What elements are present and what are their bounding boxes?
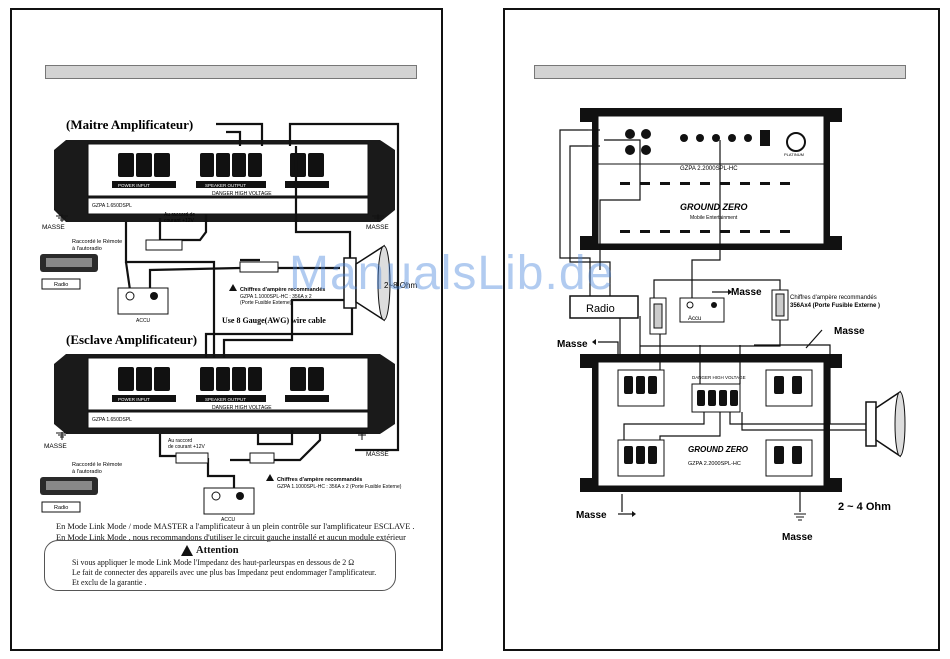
manual-page-left [10, 8, 443, 651]
link-mode-paragraph-1: En Mode Link Mode / mode MASTER a l'ampl… [56, 522, 415, 531]
top-amp-brand: GROUND ZERO [680, 202, 748, 212]
masse-label-2: MASSE [366, 224, 389, 231]
master-speaker-output-label: SPEAKER OUTPUT [205, 183, 246, 188]
top-amplifier: GZPA 2.2000SPL-HC PLATINUM GROUND ZERO M… [580, 108, 842, 250]
battery-right: Accu [679, 297, 725, 323]
accu-label-1: ACCU [136, 318, 151, 324]
attention-title: Attention [196, 545, 239, 556]
accu-label-right: Accu [688, 316, 701, 322]
link-mode-paragraph-2: En Mode Link Mode , nous recommandons d'… [56, 533, 406, 542]
wiring-lines-right [559, 129, 866, 512]
platinum-label: PLATINUM [784, 152, 804, 157]
attention-box [44, 540, 396, 591]
accu-label-2: ACCU [221, 517, 236, 523]
radio-box-right: Radio [569, 295, 639, 319]
battery-master: ACCU [117, 287, 169, 324]
master-amp-title: (Maitre Amplificateur) [66, 117, 193, 132]
masse-label-battery: Masse [731, 287, 762, 298]
master-danger-label: DANGER HIGH VOLTAGE [212, 191, 272, 197]
slave-amp-title: (Esclave Amplificateur) [66, 332, 197, 347]
attention-line-1: Si vous appliquer le mode Link Mode l'Im… [72, 558, 355, 567]
masse-label-top-right: Masse [834, 326, 865, 337]
remote-label-slave-1: Raccordé le Rémote [72, 462, 122, 468]
remote-label-master-2: à l'autoradio [72, 246, 102, 252]
masse-label-3: MASSE [44, 443, 67, 450]
speaker-right [865, 390, 906, 458]
masse-label-4: MASSE [366, 451, 389, 458]
bottom-amp-brand: GROUND ZERO [688, 445, 749, 454]
raccord-label-2: courant +12V [164, 218, 195, 224]
fuse-holders-left [145, 239, 279, 464]
ohm-label-right: 2 ~ 4 Ohm [838, 501, 891, 513]
masse-label-bottom-left: Masse [576, 510, 607, 521]
attention-line-3: Et exclu de la garantie . [72, 578, 147, 587]
radio-head-unit-2: Radio [40, 477, 98, 513]
bottom-amp-model: GZPA 2.2000SPL-HC [688, 461, 741, 467]
section-header-bar [45, 65, 417, 79]
bottom-amp-danger: DANGER HIGH VOLTAGE [692, 375, 746, 380]
fuse-note-title-1: Chiffres d'ampère recommandés [240, 287, 325, 293]
masse-label-bottom: Masse [782, 532, 813, 543]
slave-speaker-output-label: SPEAKER OUTPUT [205, 397, 246, 402]
bottom-amplifier: DANGER HIGH VOLTAGE GROUND ZERO GZPA 2.2… [580, 354, 842, 492]
radio-label-1: Radio [54, 282, 68, 288]
fuse-note-right-1: Chiffres d'ampère recommandés [790, 295, 877, 301]
remote-label-slave-2: à l'autoradio [72, 469, 102, 475]
top-amp-model: GZPA 2.2000SPL-HC [680, 166, 738, 172]
raccord-slave-label-1: Au raccord [168, 438, 192, 444]
ground-symbols-left [56, 215, 384, 438]
master-amplifier: POWER INPUT SPEAKER OUTPUT DANGER HIGH V… [54, 140, 395, 222]
cable-note: Use 8 Gauge(AWG) wire cable [222, 316, 326, 325]
slave-amplifier: POWER INPUT SPEAKER OUTPUT DANGER HIGH V… [54, 354, 395, 434]
radio-label-2: Radio [54, 505, 68, 511]
radio-label-right: Radio [586, 303, 615, 315]
master-power-input-label: POWER INPUT [118, 183, 150, 188]
warning-icon [181, 545, 193, 556]
remote-label-master-1: Raccordé le Rémote [72, 239, 122, 245]
attention-line-2: Le fait de connecter des appareils avec … [72, 568, 377, 577]
section-header-bar-right [534, 65, 906, 79]
radio-head-unit-1: Radio [40, 254, 98, 290]
slave-danger-label: DANGER HIGH VOLTAGE [212, 405, 272, 411]
fuse-holders-right [649, 289, 789, 335]
top-amp-brand-sub: Mobile Entertainment [690, 215, 738, 221]
ohm-label-left: 2~8 Ohm [384, 281, 417, 290]
masse-label-top-left: Masse [557, 339, 588, 350]
fuse-note-slave: GZPA 1.1000SPL-HC : 356A x 2 (Porte Fusi… [277, 484, 402, 490]
masse-label-1: MASSE [42, 224, 65, 231]
raccord-label-1: Au raccord de [164, 212, 195, 218]
speaker-left [343, 244, 391, 322]
fuse-note-master: GZPA 1.1000SPL-HC : 356A x 2 [240, 294, 312, 300]
master-model-label: GZPA 1.650DSPL [92, 203, 132, 209]
fuse-note-title-2: Chiffres d'ampère recommandés [277, 477, 362, 483]
raccord-slave-label-2: de courant +12V [168, 444, 205, 450]
fuse-note-right-2: 356Ax4 (Porte Fusible Externe ) [790, 303, 880, 309]
fuse-note-master-2: (Porte Fusible Externe) [240, 300, 292, 306]
slave-model-label: GZPA 1.650DSPL [92, 417, 132, 423]
slave-power-input-label: POWER INPUT [118, 397, 150, 402]
battery-slave: ACCU [203, 487, 255, 523]
